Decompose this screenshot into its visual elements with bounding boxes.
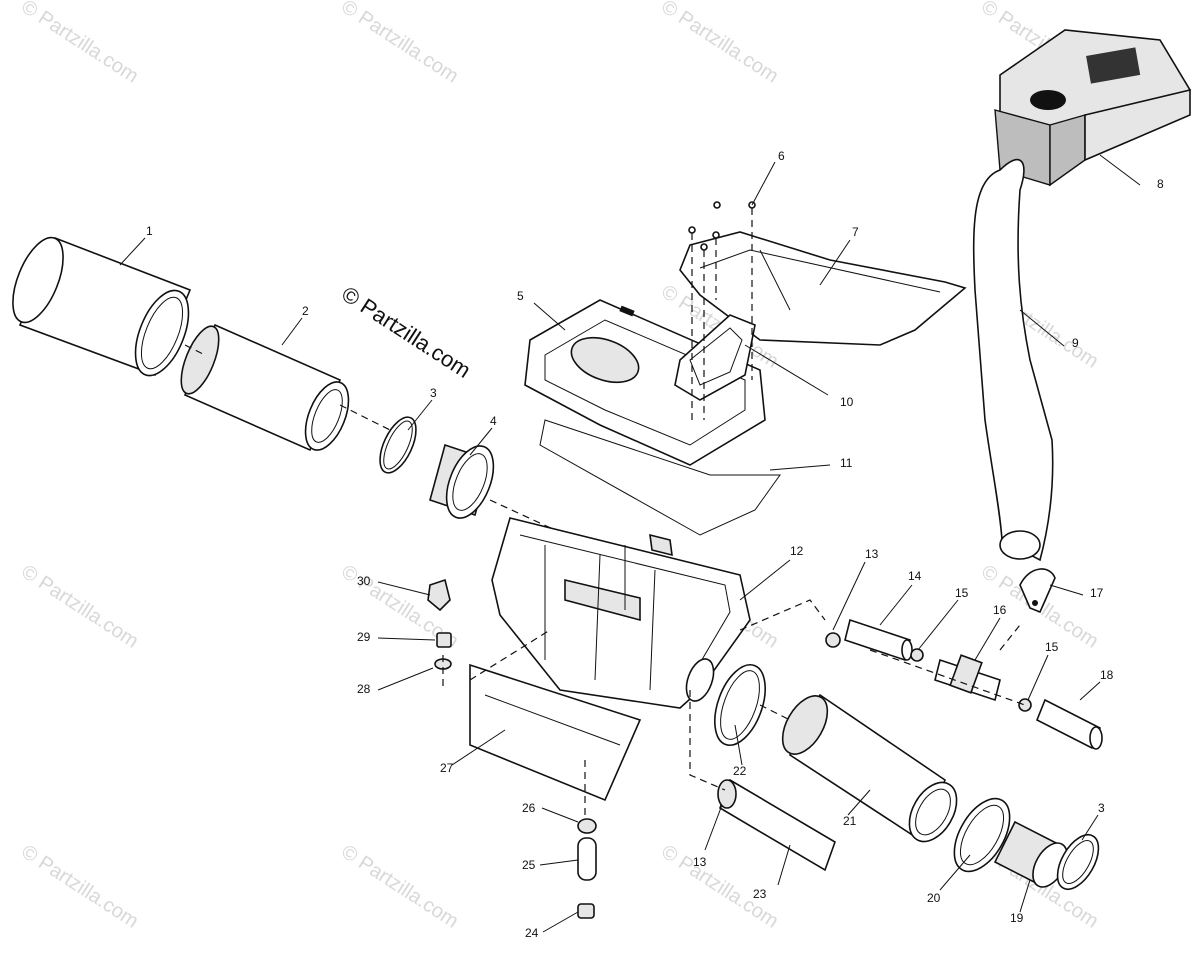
part-30-bracket [427, 578, 451, 612]
part-12-airbox [491, 517, 751, 709]
callout-25: 25 [522, 858, 536, 872]
callout-29: 29 [357, 630, 371, 644]
part-20-seal [953, 797, 1011, 873]
part-13-fitting [825, 632, 841, 648]
callout-14: 14 [908, 569, 922, 583]
callout-24: 24 [525, 926, 539, 940]
callout-1: 1 [146, 224, 153, 238]
part-27-cover-plate [469, 663, 642, 802]
callout-11: 11 [840, 456, 853, 470]
part-3-clamp-ring [379, 416, 417, 474]
watermark: © Partzilla.com [657, 0, 782, 88]
callout-3: 3 [430, 386, 437, 400]
callout-9: 9 [1072, 336, 1079, 350]
part-7-cover-duct [679, 231, 967, 346]
callout-8: 8 [1157, 177, 1164, 191]
callout-18: 18 [1100, 668, 1114, 682]
part-15-nut [910, 648, 1032, 712]
callout-15: 15 [1045, 640, 1059, 654]
part-21-outlet-boot [781, 693, 958, 843]
watermark: © Partzilla.com [337, 0, 462, 88]
callout-5: 5 [517, 289, 524, 303]
part-25-tube [577, 837, 597, 881]
callout-15: 15 [955, 586, 969, 600]
part-17-clamp [1019, 568, 1056, 614]
part-26-clip [577, 818, 597, 834]
copyright-notice: © Partzilla.com [337, 281, 475, 383]
part-8-silencer [994, 29, 1192, 187]
part-5-airbox-lid [524, 299, 766, 466]
callout-6: 6 [778, 149, 785, 163]
callout-21: 21 [843, 814, 857, 828]
callout-20: 20 [927, 891, 941, 905]
callout-16: 16 [993, 603, 1007, 617]
part-18-hose [1035, 698, 1103, 750]
callout-23: 23 [753, 887, 767, 901]
watermark: © Partzilla.com [17, 561, 142, 653]
callout-4: 4 [490, 414, 497, 428]
callout-labels: 1 2 3 4 5 6 7 8 9 10 11 12 13 14 15 16 1… [146, 149, 1164, 940]
callout-2: 2 [302, 304, 309, 318]
part-10-inlet-boot [674, 314, 756, 401]
assembly-guide-lines [184, 344, 1026, 820]
callout-7: 7 [852, 225, 859, 239]
part-23-drain-hose [717, 778, 836, 872]
part-22-o-ring [714, 664, 766, 746]
watermark: © Partzilla.com [17, 0, 142, 88]
callout-19: 19 [1010, 911, 1024, 925]
part-2-filter-element [180, 323, 350, 452]
watermark: © Partzilla.com [337, 841, 462, 933]
leader-lines [119, 154, 1141, 933]
part-1-filter-cover [12, 236, 192, 377]
callout-13: 13 [865, 547, 879, 561]
part-24-plug [577, 903, 595, 919]
part-11-gasket [539, 419, 781, 536]
callout-17: 17 [1090, 586, 1104, 600]
part-6-screws [688, 201, 756, 420]
part-9-intake-duct [972, 158, 1054, 562]
watermark: © Partzilla.com [17, 841, 142, 933]
callout-3: 3 [1098, 801, 1105, 815]
callout-27: 27 [440, 761, 454, 775]
part-4-adapter [429, 443, 495, 519]
part-14-hose [844, 618, 913, 662]
callout-26: 26 [522, 801, 536, 815]
part-3-clamp-ring-lower [1056, 834, 1100, 890]
part-29-bolt [436, 632, 452, 648]
part-16-check-valve [934, 654, 1001, 702]
callout-28: 28 [357, 682, 371, 696]
callout-22: 22 [733, 764, 747, 778]
callout-30: 30 [357, 574, 371, 588]
callout-12: 12 [790, 544, 804, 558]
callout-10: 10 [840, 395, 854, 409]
callout-13: 13 [693, 855, 707, 869]
